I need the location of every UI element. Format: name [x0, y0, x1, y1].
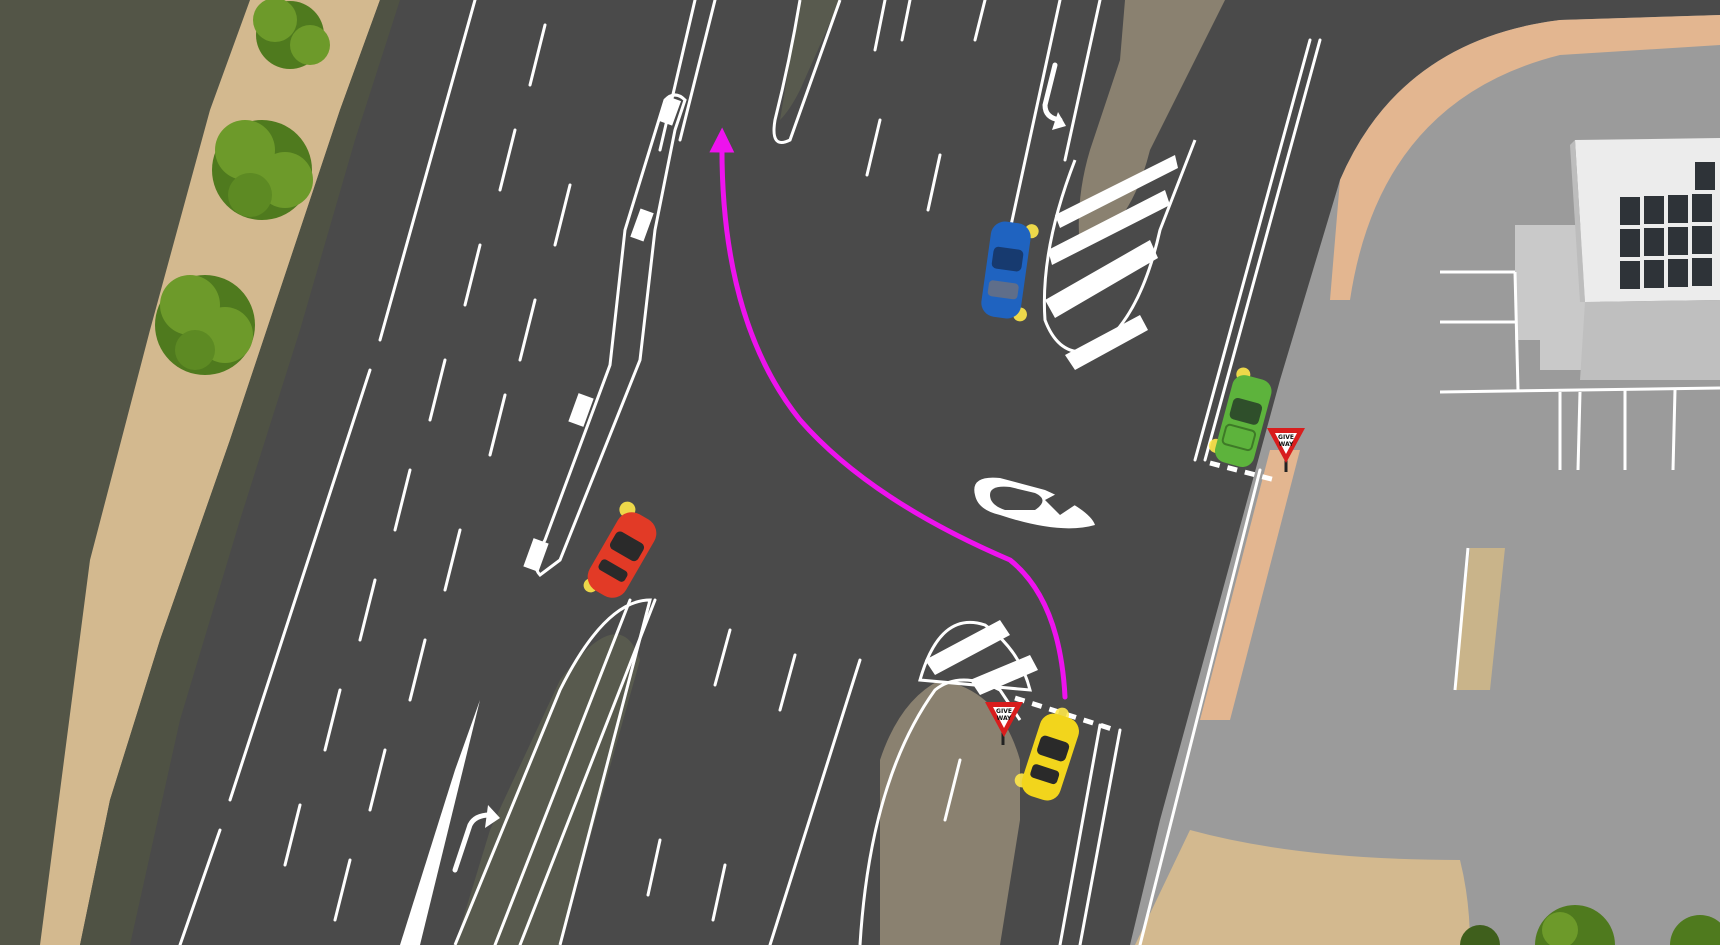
blue-car	[981, 221, 1039, 322]
sand-footpath	[40, 0, 380, 945]
sign-text-way: WAY	[997, 715, 1012, 722]
sign-text-give: GIVE	[1278, 434, 1294, 441]
give-way-lines	[1014, 460, 1276, 733]
median-outline	[858, 678, 1022, 945]
tree-icon	[155, 275, 255, 375]
footpath-edge	[1200, 450, 1300, 720]
median-outline	[772, 0, 842, 144]
traffic-island-top	[1042, 139, 1197, 354]
tree-icon	[1460, 905, 1720, 945]
yellow-car	[1014, 707, 1079, 801]
teardrop-island	[974, 477, 1095, 529]
footpath-corner	[1135, 830, 1470, 945]
route-arrow-icon	[709, 127, 1068, 700]
red-car	[583, 501, 657, 598]
lane-markings	[178, 0, 1322, 945]
triangle-marking	[400, 700, 480, 945]
median-bottom	[880, 680, 1020, 945]
give-way-sign-icon: GIVE WAY	[985, 702, 1023, 745]
sign-text-give: GIVE	[996, 708, 1012, 715]
tree-icon	[253, 0, 330, 69]
footpath-curve	[1330, 15, 1720, 300]
give-way-sign-icon: GIVE WAY	[1267, 428, 1305, 472]
grass-verge	[0, 0, 250, 945]
sign-text-way: WAY	[1279, 441, 1294, 448]
grass-strip	[80, 0, 400, 945]
median-bottom-left	[455, 634, 640, 945]
carpark-markings	[1439, 270, 1720, 691]
tree-icon	[212, 120, 313, 220]
island-hatching	[1045, 155, 1178, 370]
median-outline	[453, 598, 652, 945]
turn-arrow-icon	[485, 112, 1066, 828]
sand-strip	[1455, 548, 1505, 690]
green-car	[1208, 367, 1272, 467]
solar-panel-icon	[1620, 162, 1715, 289]
